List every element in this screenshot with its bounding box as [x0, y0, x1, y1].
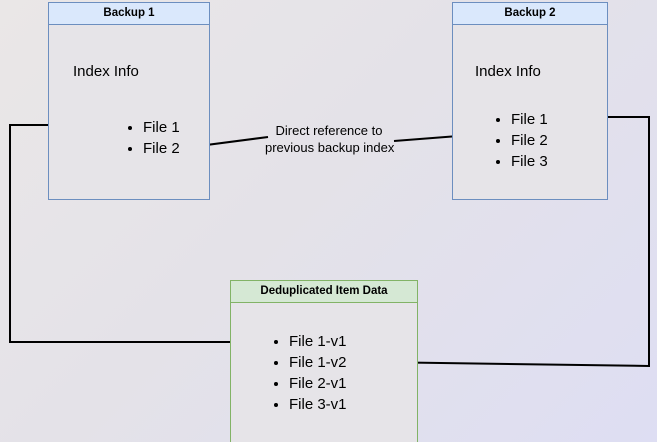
backup1-header: Backup 1 — [49, 3, 209, 25]
backup2-box[interactable]: Backup 2 Index Info File 1 File 2 File 3 — [452, 2, 608, 200]
list-item: File 2-v1 — [289, 373, 347, 394]
list-item: File 3-v1 — [289, 394, 347, 415]
backup2-header: Backup 2 — [453, 3, 607, 25]
backup2-body: Index Info File 1 File 2 File 3 — [453, 25, 607, 199]
list-item: File 1-v1 — [289, 331, 347, 352]
backup1-body: Index Info File 1 File 2 — [49, 25, 209, 199]
list-item: File 1 — [143, 117, 180, 138]
backup2-file-list: File 1 File 2 File 3 — [495, 109, 548, 172]
backup1-file-list: File 1 File 2 — [127, 117, 180, 159]
list-item: File 2 — [511, 130, 548, 151]
dedup-body: File 1-v1 File 1-v2 File 2-v1 File 3-v1 — [231, 303, 417, 442]
backup1-box[interactable]: Backup 1 Index Info File 1 File 2 — [48, 2, 210, 200]
direct-reference-caption: Direct reference to previous backup inde… — [265, 122, 395, 156]
list-item: File 2 — [143, 138, 180, 159]
list-item: File 1 — [511, 109, 548, 130]
deduplicated-item-data-box[interactable]: Deduplicated Item Data File 1-v1 File 1-… — [230, 280, 418, 442]
dedup-header: Deduplicated Item Data — [231, 281, 417, 303]
backup1-index-label: Index Info — [73, 63, 139, 80]
backup2-index-label: Index Info — [475, 63, 541, 80]
caption-line-2: previous backup index — [265, 140, 395, 155]
dedup-item-list: File 1-v1 File 1-v2 File 2-v1 File 3-v1 — [273, 331, 347, 415]
list-item: File 3 — [511, 151, 548, 172]
list-item: File 1-v2 — [289, 352, 347, 373]
caption-line-1: Direct reference to — [275, 123, 383, 138]
